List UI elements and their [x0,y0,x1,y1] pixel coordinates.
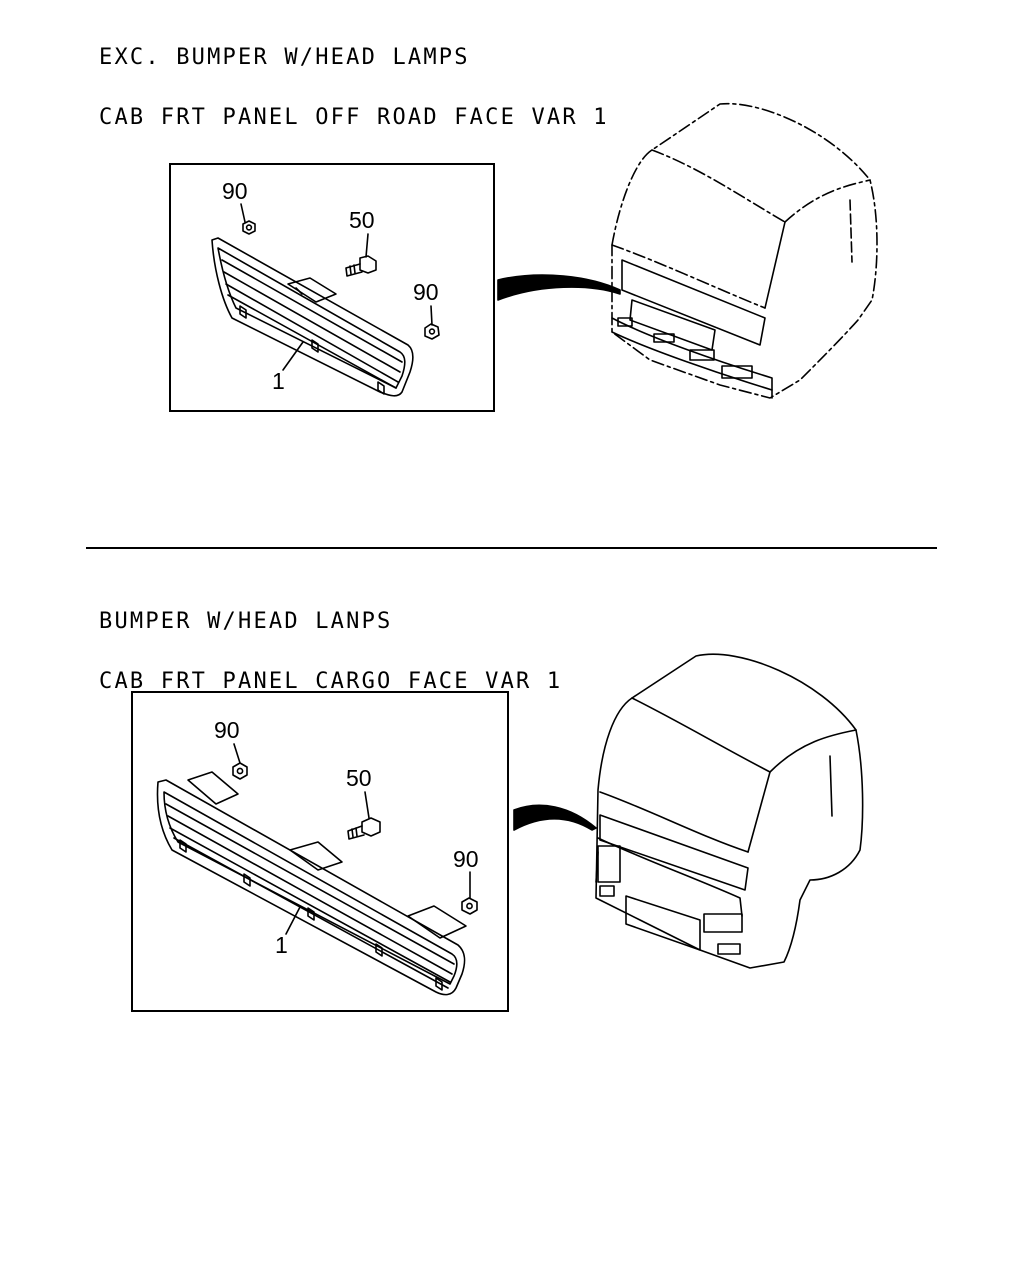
nut-icon [242,220,256,235]
callout-nut-left-2: 90 [214,717,240,743]
leader-line [240,203,246,223]
nut-icon [232,762,248,780]
section1-heading-line1: EXC. BUMPER W/HEAD LAMPS [99,45,470,70]
section1-heading: EXC. BUMPER W/HEAD LAMPS CAB FRT PANEL O… [99,8,609,148]
leader-line [282,341,304,371]
pointer-arrow-icon [497,274,621,301]
section2-heading-line2: CAB FRT PANEL CARGO FACE VAR 1 [99,669,563,694]
section2-heading: BUMPER W/HEAD LANPS CAB FRT PANEL CARGO … [99,572,562,712]
callout-nut-right-1: 90 [413,279,439,305]
callout-grille-1: 1 [272,368,285,394]
leader-line [365,233,369,258]
leader-line [285,906,301,935]
section2-heading-line1: BUMPER W/HEAD LANPS [99,609,393,634]
section2-detail-box [131,691,509,1012]
callout-grille-2: 1 [275,932,288,958]
truck-cab-icon [595,653,864,969]
bolt-icon [345,255,377,277]
leader-line [364,791,370,819]
nut-icon [424,323,440,340]
pointer-arrow-icon [513,804,597,831]
section1-detail-box [169,163,495,412]
grille-icon [211,237,414,397]
callout-nut-right-2: 90 [453,846,479,872]
section-divider [86,547,937,549]
callout-bolt-2: 50 [346,765,372,791]
truck-cab-icon [611,102,878,399]
grille-icon [156,771,467,996]
section1-heading-line2: CAB FRT PANEL OFF ROAD FACE VAR 1 [99,105,609,130]
callout-nut-left-1: 90 [222,178,248,204]
bolt-icon [347,817,381,840]
nut-icon [461,897,478,915]
callout-bolt-1: 50 [349,207,375,233]
leader-line [233,743,241,764]
leader-line [430,305,433,326]
